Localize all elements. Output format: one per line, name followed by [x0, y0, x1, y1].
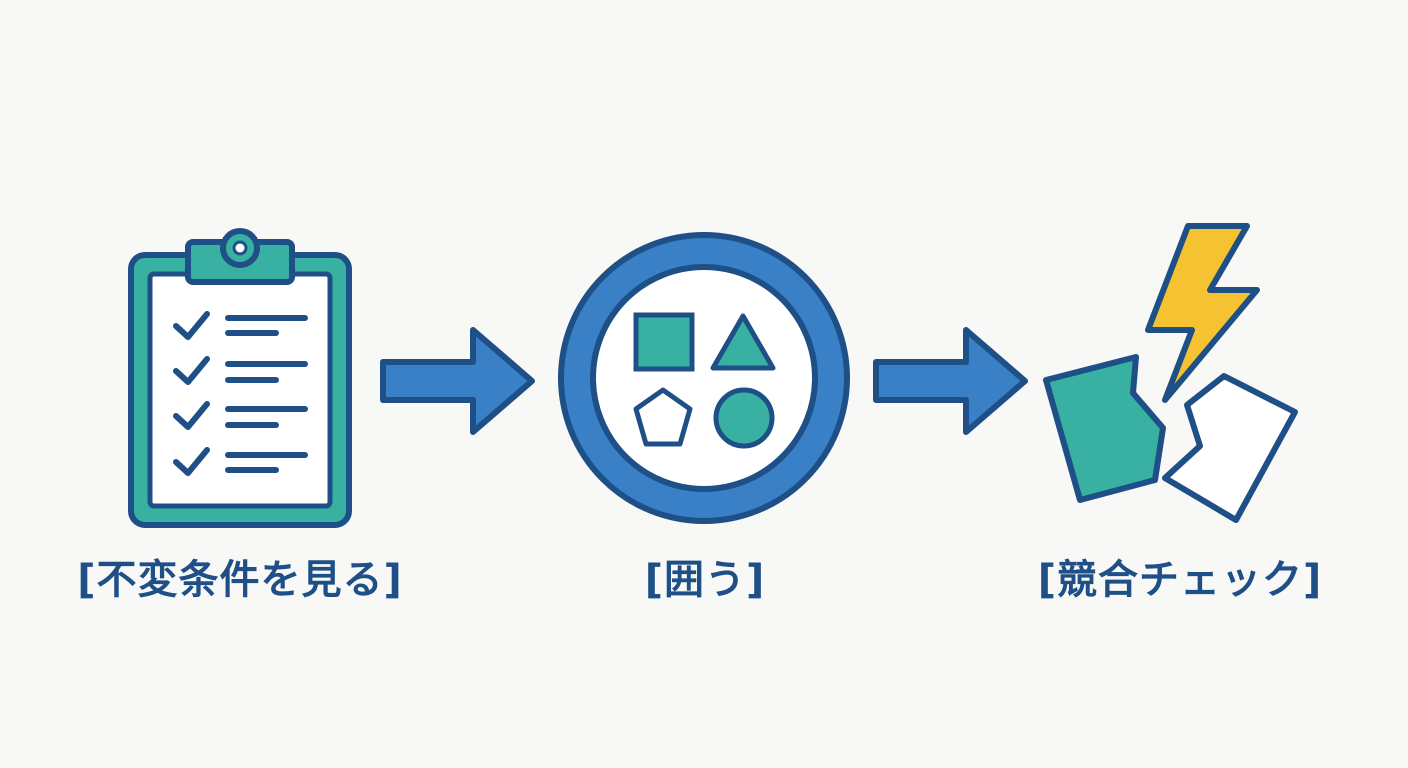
clipboard-checklist-icon [128, 228, 352, 528]
lightning-bolt-icon [1145, 223, 1260, 403]
step-label-enclose: [囲う] [644, 557, 766, 603]
enclosing-circle-shapes-icon [558, 232, 850, 524]
clipboard-clip-icon [185, 228, 295, 285]
checkmark-icon [173, 447, 210, 476]
checklist-row [173, 401, 308, 430]
checkmark-icon [173, 356, 210, 385]
step-label-conflict-check: [競合チェック] [1037, 557, 1323, 603]
teal-broken-piece-icon [1043, 354, 1166, 503]
pentagon-shape-icon [633, 387, 693, 447]
square-shape-icon [633, 312, 695, 372]
checkmark-icon [173, 311, 210, 340]
white-broken-piece-icon [1162, 373, 1298, 523]
arrow-right-icon [380, 327, 535, 435]
arrow-right-icon [873, 327, 1028, 435]
checklist-row [173, 447, 308, 476]
triangle-shape-icon [710, 313, 776, 371]
checklist-row [173, 311, 308, 340]
checkmark-icon [173, 401, 210, 430]
circle-shape-icon [713, 387, 775, 449]
lightning-broken-pieces-icon [1043, 223, 1298, 523]
step-label-observe-invariants: [不変条件を見る] [77, 557, 403, 603]
checklist-row [173, 356, 308, 385]
